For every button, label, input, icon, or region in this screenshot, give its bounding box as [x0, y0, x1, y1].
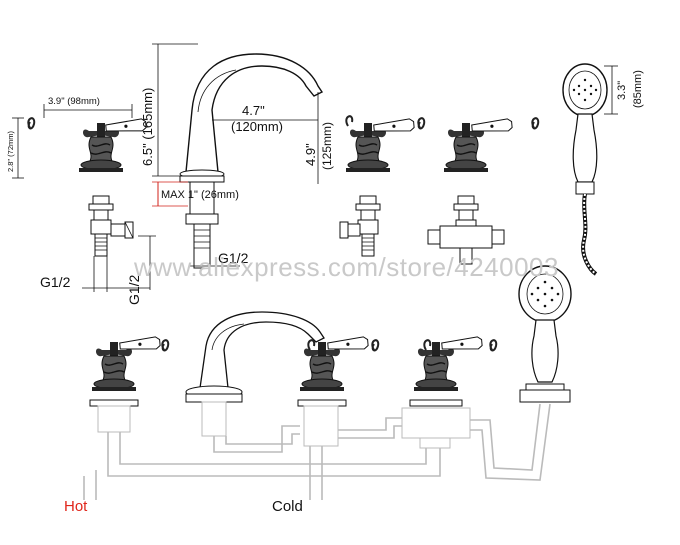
max-deck-dimension: MAX 1" (26mm): [161, 189, 239, 201]
right-handle-installed: [297, 336, 380, 447]
hand-shower-mm: (85mm): [632, 70, 644, 108]
valve-thread-horizontal: G1/2: [40, 274, 71, 290]
spout-clearance-inch: 4.9": [303, 143, 318, 166]
left-handle-installed: [89, 336, 170, 433]
hand-shower-installed: [518, 265, 572, 403]
spout-top: [179, 53, 324, 269]
handle-width-dimension: 3.9" (98mm): [48, 96, 100, 107]
diverter-installed: [401, 336, 498, 449]
handle-height-dimension: 2.8" (72mm): [6, 130, 15, 172]
hand-shower-top: [562, 63, 608, 276]
spout-reach-inch: 4.7": [242, 103, 265, 118]
left-valve-body-top: [88, 195, 134, 257]
hot-label: Hot: [64, 498, 88, 515]
valve-thread-vertical: G1/2: [126, 274, 142, 305]
spout-height-dimension: 6.5" (165mm): [140, 88, 155, 166]
left-handle-top: [27, 117, 147, 173]
spout-installed: [185, 311, 325, 437]
plumbing-pipes: [83, 403, 551, 500]
diverter-handle-top: [427, 117, 540, 265]
hand-shower-inch: 3.3": [616, 81, 628, 100]
spout-clearance-mm: (125mm): [320, 122, 334, 170]
spout-thread-dimension: G1/2: [218, 250, 249, 266]
right-handle-top: [339, 115, 426, 257]
cold-label: Cold: [272, 498, 303, 515]
store-watermark: www.aliexpress.com/store/4240003: [134, 252, 559, 282]
spout-reach-mm: (120mm): [231, 119, 283, 134]
